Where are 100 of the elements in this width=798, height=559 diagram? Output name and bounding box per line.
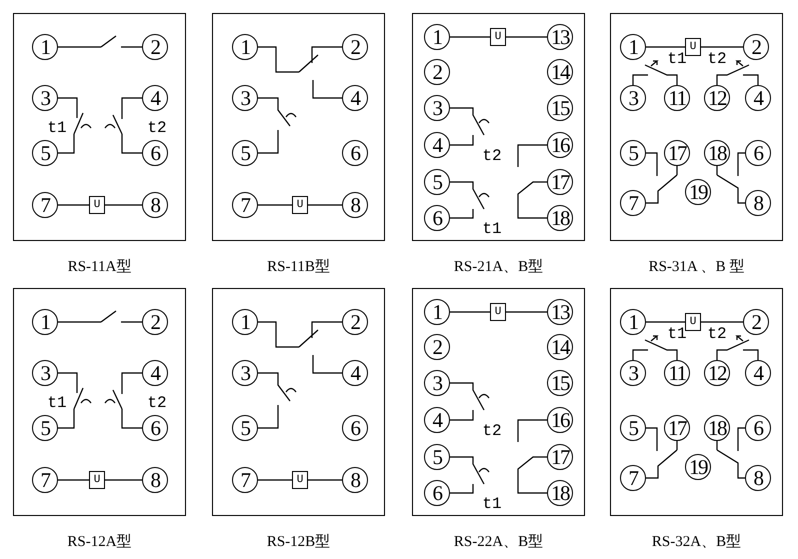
terminal-circle: 6: [424, 205, 450, 231]
wire: [58, 479, 89, 481]
wire: [450, 36, 490, 38]
terminal-circle: 19: [685, 179, 711, 205]
wire: [716, 349, 726, 360]
terminal-circle: 16: [547, 407, 573, 433]
timer-label: t2: [707, 326, 727, 342]
terminal-circle: 5: [620, 140, 646, 166]
wire: [737, 427, 745, 450]
switch-contact-icon: [644, 334, 668, 351]
wire: [312, 80, 342, 99]
terminal-circle: 8: [342, 467, 368, 493]
terminal-circle: 5: [620, 415, 646, 441]
timer-label: t2: [707, 51, 727, 67]
switch-contact-icon: [472, 462, 490, 484]
switch-contact-icon: [472, 388, 490, 410]
model-caption: RS-12B型: [266, 532, 332, 551]
terminal-circle: 4: [745, 360, 771, 386]
timer-label: t1: [667, 326, 687, 342]
wire: [121, 97, 142, 112]
switch-contact-icon: [656, 450, 678, 467]
wire: [701, 321, 743, 323]
terminal-circle: 5: [424, 169, 450, 195]
wire: [506, 36, 547, 38]
coil-box: U: [292, 196, 308, 214]
wire: [668, 74, 678, 85]
wire: [632, 349, 644, 360]
switch-contact-icon: [517, 165, 534, 195]
coil-box: U: [490, 303, 506, 321]
wire: [517, 144, 547, 165]
terminal-circle: 5: [232, 415, 258, 441]
wire: [58, 134, 75, 154]
wire: [450, 135, 474, 146]
terminal-circle: 6: [142, 140, 168, 166]
terminal-circle: 4: [142, 85, 168, 111]
terminal-circle: 8: [745, 190, 771, 216]
terminal-circle: 4: [342, 360, 368, 386]
terminal-circle: 6: [342, 140, 368, 166]
switch-contact-icon: [517, 440, 534, 470]
wire: [258, 372, 279, 384]
terminal-circle: 1: [32, 309, 58, 335]
wire: [312, 355, 342, 374]
model-caption: RS-32A、B型: [650, 532, 742, 551]
wire: [58, 409, 75, 429]
switch-contact-icon: [73, 387, 92, 409]
switch-contact-icon: [716, 175, 739, 189]
terminal-circle: 15: [547, 95, 573, 121]
terminal-circle: 3: [32, 85, 58, 111]
switch-contact-icon: [277, 109, 296, 131]
timer-label: t1: [47, 120, 67, 136]
terminal-circle: 4: [142, 360, 168, 386]
wire: [58, 97, 78, 112]
terminal-circle: 13: [547, 299, 573, 325]
wire: [534, 456, 547, 458]
wire: [450, 209, 474, 219]
switch-contact-icon: [104, 112, 123, 134]
terminal-circle: 2: [142, 34, 168, 60]
wire: [258, 97, 279, 109]
terminal-circle: 1: [620, 34, 646, 60]
wire: [737, 464, 745, 479]
wire: [121, 46, 142, 48]
terminal-circle: 4: [424, 407, 450, 433]
timer-label: t1: [482, 221, 502, 237]
terminal-circle: 1: [424, 299, 450, 325]
terminal-circle: 2: [342, 34, 368, 60]
wire: [311, 46, 342, 54]
switch-contact-icon: [73, 112, 92, 134]
wire: [517, 419, 547, 440]
wire: [58, 204, 89, 206]
terminal-circle: 3: [232, 360, 258, 386]
terminal-circle: 11: [664, 360, 690, 386]
terminal-circle: 18: [547, 480, 573, 506]
wire: [121, 321, 142, 323]
wire: [308, 204, 342, 206]
terminal-circle: 11: [664, 85, 690, 111]
wire: [258, 479, 292, 481]
wire: [308, 479, 342, 481]
terminal-circle: 8: [745, 465, 771, 491]
terminal-circle: 17: [664, 140, 690, 166]
wire: [517, 195, 547, 219]
terminal-circle: 6: [142, 415, 168, 441]
switch-contact-icon: [716, 450, 739, 464]
terminal-circle: 15: [547, 370, 573, 396]
wire: [258, 321, 299, 348]
terminal-circle: 8: [342, 192, 368, 218]
terminal-circle: 7: [620, 190, 646, 216]
terminal-circle: 4: [745, 85, 771, 111]
terminal-circle: 5: [424, 444, 450, 470]
terminal-circle: 2: [342, 309, 368, 335]
wire: [258, 406, 279, 429]
wire: [517, 470, 547, 494]
wire: [750, 74, 759, 85]
terminal-circle: 5: [32, 140, 58, 166]
terminal-circle: 13: [547, 24, 573, 50]
wire: [258, 46, 299, 73]
timer-label: t1: [482, 496, 502, 512]
coil-box: U: [89, 196, 105, 214]
timer-label: t1: [47, 395, 67, 411]
model-caption: RS-11A型: [66, 258, 132, 276]
wire: [646, 427, 658, 450]
